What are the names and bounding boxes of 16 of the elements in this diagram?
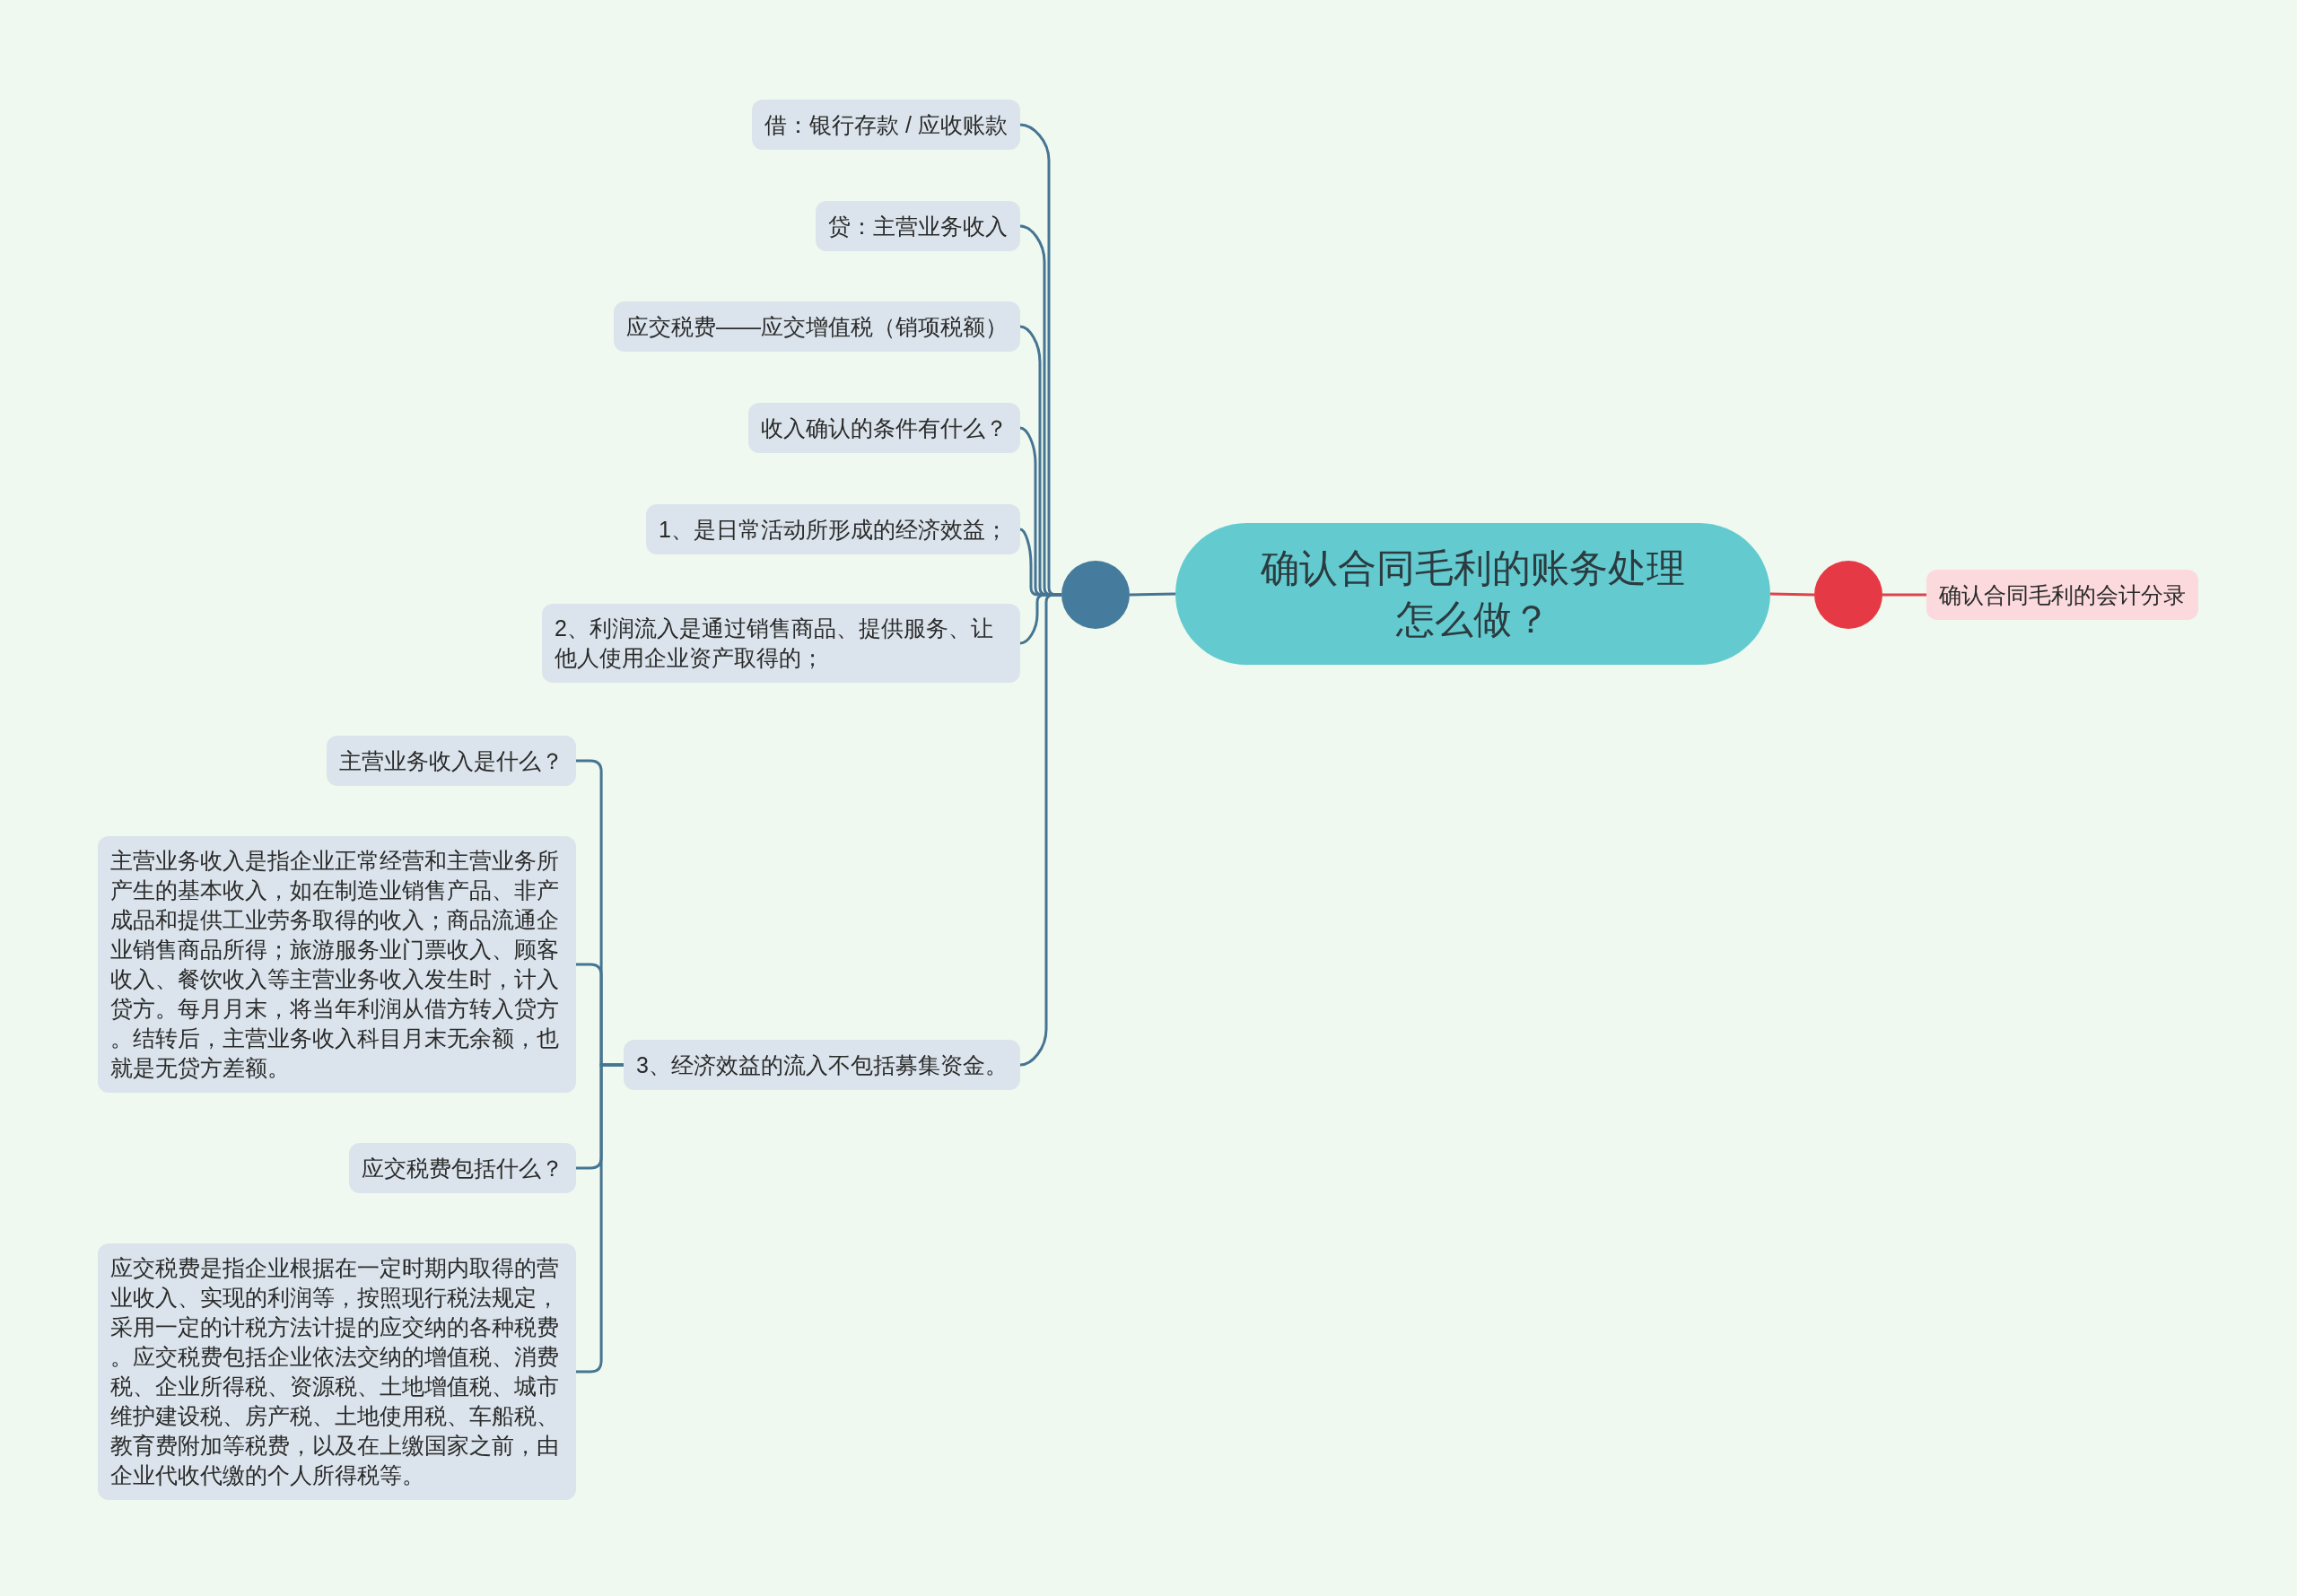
topic-box: 应交税费包括什么？: [349, 1143, 576, 1193]
topic-box: 应交税费——应交增值税（销项税额）: [614, 301, 1020, 352]
branch-line: [1129, 592, 1176, 597]
central-topic: 确认合同毛利的账务处理怎么做？: [1175, 523, 1770, 665]
topic-box: 主营业务收入是什么？: [327, 736, 576, 786]
topic-box: 1、是日常活动所形成的经济效益；: [646, 504, 1020, 554]
topic-box: 借：银行存款 / 应收账款: [752, 100, 1020, 150]
topic-box: 确认合同毛利的会计分录: [1926, 570, 2198, 620]
branch-line: [1882, 593, 1926, 597]
topic-box: 3、经济效益的流入不包括募集资金。: [624, 1040, 1020, 1090]
topic-box: 2、利润流入是通过销售商品、提供服务、让他人使用企业资产取得的；: [542, 604, 1020, 683]
topic-box: 应交税费是指企业根据在一定时期内取得的营业收入、实现的利润等，按照现行税法规定，采用一定的计税方法计提的应交纳的各种税费。应交税费包括企业依法交纳的增值税、消费税、企业所得税、资源税、土地增值税、城市维护建设税、房产税、土地使用税、车船税、教育费附加等税费，以及在上缴国家之前，由企业代收代缴的个人所得税等。: [98, 1243, 576, 1500]
topic-box: 主营业务收入是指企业正常经营和主营业务所产生的基本收入，如在制造业销售产品、非产成品和提供工业劳务取得的收入；商品流通企业销售商品所得；旅游服务业门票收入、顾客收入、餐饮收入等主营业务收入发生时，计入贷方。每月月末，将当年利润从借方转入贷方。结转后，主营业务收入科目月末无余额，也就是无贷方差额。: [98, 836, 576, 1093]
branch-line: [1769, 592, 1815, 597]
topic-box: 收入确认的条件有什么？: [748, 403, 1020, 453]
topic-box: 贷：主营业务收入: [816, 201, 1020, 251]
